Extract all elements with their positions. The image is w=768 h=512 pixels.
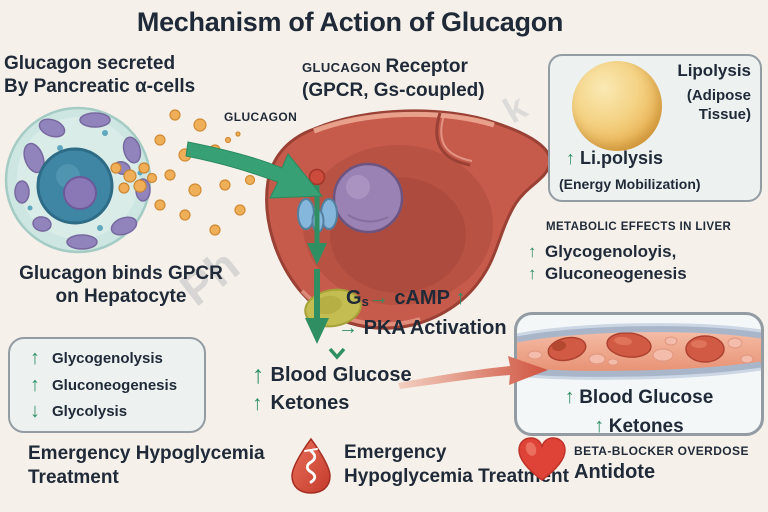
binds-line2: on Hepatocyte xyxy=(55,286,187,307)
binds-caption: Glucagon binds GPCR on Hepatocyte xyxy=(10,262,232,308)
list-item: ↑ Ketones xyxy=(517,413,761,436)
heart-icon xyxy=(518,437,566,481)
receptor-word-glucagon: GLUCAGON xyxy=(302,60,382,75)
lipolysis-note: (Energy Mobilization) xyxy=(559,176,701,192)
up-arrow-icon: ↑ xyxy=(594,415,605,436)
lipolysis-effect: ↑ Li.polysis xyxy=(566,148,663,169)
lipolysis-box: Lipolysis (Adipose Tissue) ↑ Li.polysis … xyxy=(548,54,762,202)
list-item: ↑ Blood Glucose xyxy=(517,383,761,413)
liver-illustration xyxy=(265,109,552,360)
page-title: Mechanism of Action of Glucagon xyxy=(136,7,564,37)
outcome-block: ↑ Blood Glucose ↑ Ketones xyxy=(252,360,412,417)
adipose-tissue-label: (Adipose Tissue) xyxy=(687,86,751,124)
secretion-caption: Glucagon secreted By Pancreatic α-cells xyxy=(4,52,195,98)
use-left-line2: Treatment xyxy=(28,467,119,488)
use-center-caption: Emergency Hypoglycemia Treatment xyxy=(344,441,569,489)
vessel-label: Ketones xyxy=(608,416,684,436)
use-center-line1: Emergency xyxy=(344,442,447,463)
blood-vessel-illustration xyxy=(517,323,761,380)
metabolic-effects: METABOLIC EFFECTS IN LIVER ↑ Glycogenolo… xyxy=(528,221,763,285)
effect-label: Gluconeogenesis xyxy=(52,376,178,394)
metabolic-item-label: Gluconeogenesis xyxy=(545,264,687,283)
metabolic-heading: METABOLIC EFFECTS IN LIVER xyxy=(546,221,732,233)
signaling-line2: → PKA Activation xyxy=(338,315,507,342)
liver-effects-box: ↑ Glycogenolysis ↑ Gluconeogenesis ↓ Gly… xyxy=(8,337,206,433)
list-item: ↑ Glycogenolysis xyxy=(10,347,204,370)
receptor-word-receptor: Receptor xyxy=(385,56,468,77)
up-arrow-icon: ↑ xyxy=(566,148,575,168)
lipolysis-effect-label: Li.polysis xyxy=(580,148,664,168)
receptor-caption: GLUCAGON Receptor (GPCR, Gs-coupled) xyxy=(302,55,485,102)
lipolysis-title: Lipolysis xyxy=(677,61,751,80)
up-arrow-icon: ↑ xyxy=(455,287,466,309)
camp-label: cAMP xyxy=(394,287,450,309)
outcome-label: Blood Glucose xyxy=(270,364,412,386)
use-center-line2: Hypoglycemia Treatment xyxy=(344,466,569,487)
glucagon-secretion-arrow xyxy=(154,109,324,236)
gs-subscript: s xyxy=(361,294,369,309)
right-arrow-icon: → xyxy=(338,317,358,339)
effect-label: Glycogenolysis xyxy=(52,349,163,367)
effect-label: Glycolysis xyxy=(52,403,128,421)
list-item: ↓ Glycolysis xyxy=(10,400,204,423)
blood-vessel-box: ↑ Blood Glucose ↑ Ketones xyxy=(514,312,764,436)
up-arrow-icon: ↑ xyxy=(252,361,265,389)
receptor-line2: (GPCR, Gs-coupled) xyxy=(302,80,485,101)
down-arrow-icon: ↓ xyxy=(30,400,40,423)
gs-protein-label: G xyxy=(346,287,362,309)
adipose-line1: (Adipose xyxy=(686,87,751,104)
signaling-line1: Gs→ cAMP ↑ xyxy=(338,285,507,315)
right-arrow-icon: → xyxy=(368,287,389,309)
adipose-line2: Tissue) xyxy=(698,106,751,123)
up-arrow-icon: ↑ xyxy=(30,346,40,369)
binds-line1: Glucagon binds GPCR xyxy=(19,263,223,284)
up-arrow-icon: ↑ xyxy=(30,373,40,396)
up-arrow-icon: ↑ xyxy=(252,392,263,415)
use-right-caption: BETA-BLOCKER OVERDOSE Antidote xyxy=(574,444,749,484)
pka-label: PKA Activation xyxy=(363,317,507,339)
up-arrow-icon: ↑ xyxy=(528,242,537,261)
outcome-label: Ketones xyxy=(270,392,350,414)
lipid-droplet-illustration xyxy=(572,61,662,151)
antidote-label: Antidote xyxy=(574,461,656,483)
list-item: ↑ Ketones xyxy=(252,390,412,417)
pancreatic-alpha-cell-illustration xyxy=(4,106,158,254)
blood-flow-arrow xyxy=(398,356,548,389)
up-arrow-icon: ↑ xyxy=(564,386,575,408)
use-left-caption: Emergency Hypoglycemia Treatment xyxy=(28,442,265,490)
use-left-line1: Emergency Hypoglycemia xyxy=(28,443,265,464)
secretion-line2: By Pancreatic α-cells xyxy=(4,76,196,97)
emergency-droplet-icon xyxy=(291,437,331,494)
up-arrow-icon: ↑ xyxy=(528,264,537,283)
glucagon-arrow-label: GLUCAGON xyxy=(224,110,298,124)
list-item: ↑ Blood Glucose xyxy=(252,360,412,390)
list-item: ↑ Gluconeogenesis xyxy=(10,374,204,397)
metabolic-item-label: Glycogenoloyis, xyxy=(545,242,677,261)
beta-blocker-heading: BETA-BLOCKER OVERDOSE xyxy=(574,444,749,458)
secretion-line1: Glucagon secreted xyxy=(4,53,176,74)
signaling-cascade: Gs→ cAMP ↑ → PKA Activation xyxy=(338,285,507,342)
vessel-label: Blood Glucose xyxy=(579,387,714,408)
